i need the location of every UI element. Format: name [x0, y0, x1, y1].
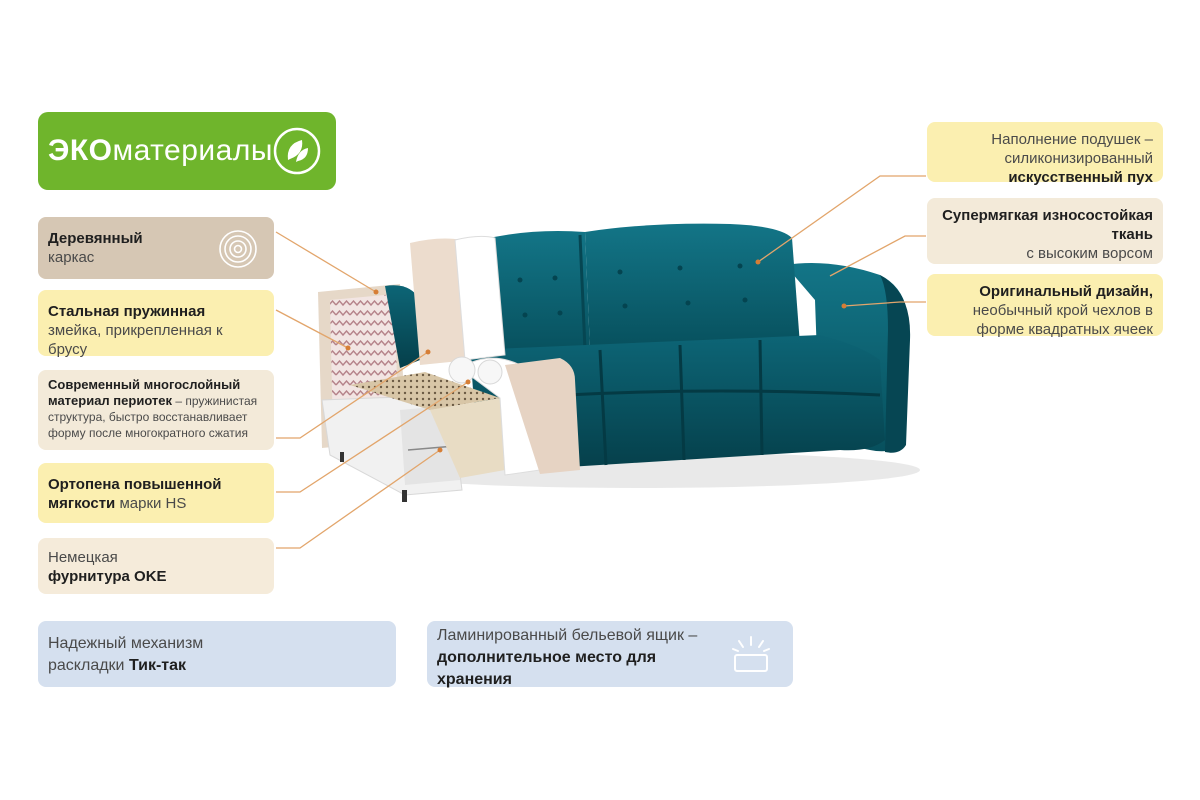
feature-steel-spring: Стальная пружинная змейка, прикрепленная… [38, 290, 274, 358]
wood-rings-icon [219, 230, 257, 268]
feature-laundry-box: Ламинированный бельевой ящик – дополните… [427, 621, 793, 688]
periotek-layer [350, 372, 500, 410]
sofa-leg [402, 490, 407, 502]
callout-lines [275, 175, 926, 549]
feature-fabric: Супермягкая износостойкая ткань с высоки… [927, 198, 1163, 264]
back-cushion-left [480, 231, 590, 355]
button-tufts [517, 263, 748, 318]
feature-ortopena: Ортопена повышенной мягкости марки HS [38, 463, 274, 523]
ortopena-layer [430, 398, 505, 478]
feature-periotek-material: Современный многослойный материал периот… [38, 370, 274, 450]
feature-tik-tak-mechanism: Надежный механизм раскладки Тик-так [38, 621, 396, 687]
eco-title: ЭКОматериалы [48, 134, 273, 167]
back-cushion-right [585, 223, 800, 350]
back-foam-layer [410, 238, 470, 365]
eco-materials-badge: ЭКОматериалы [38, 112, 336, 190]
feature-wooden-frame: Деревянный каркас [38, 217, 274, 279]
feature-cushion-filling: Наполнение подушек – силиконизированный … [927, 122, 1163, 186]
feature-original-design: Оригинальный дизайн, необычный крой чехл… [927, 274, 1163, 338]
feature-oke-hardware: Немецкая фурнитура OKE [38, 538, 274, 594]
storage-box-icon [732, 636, 770, 672]
leaf-icon [273, 127, 321, 175]
